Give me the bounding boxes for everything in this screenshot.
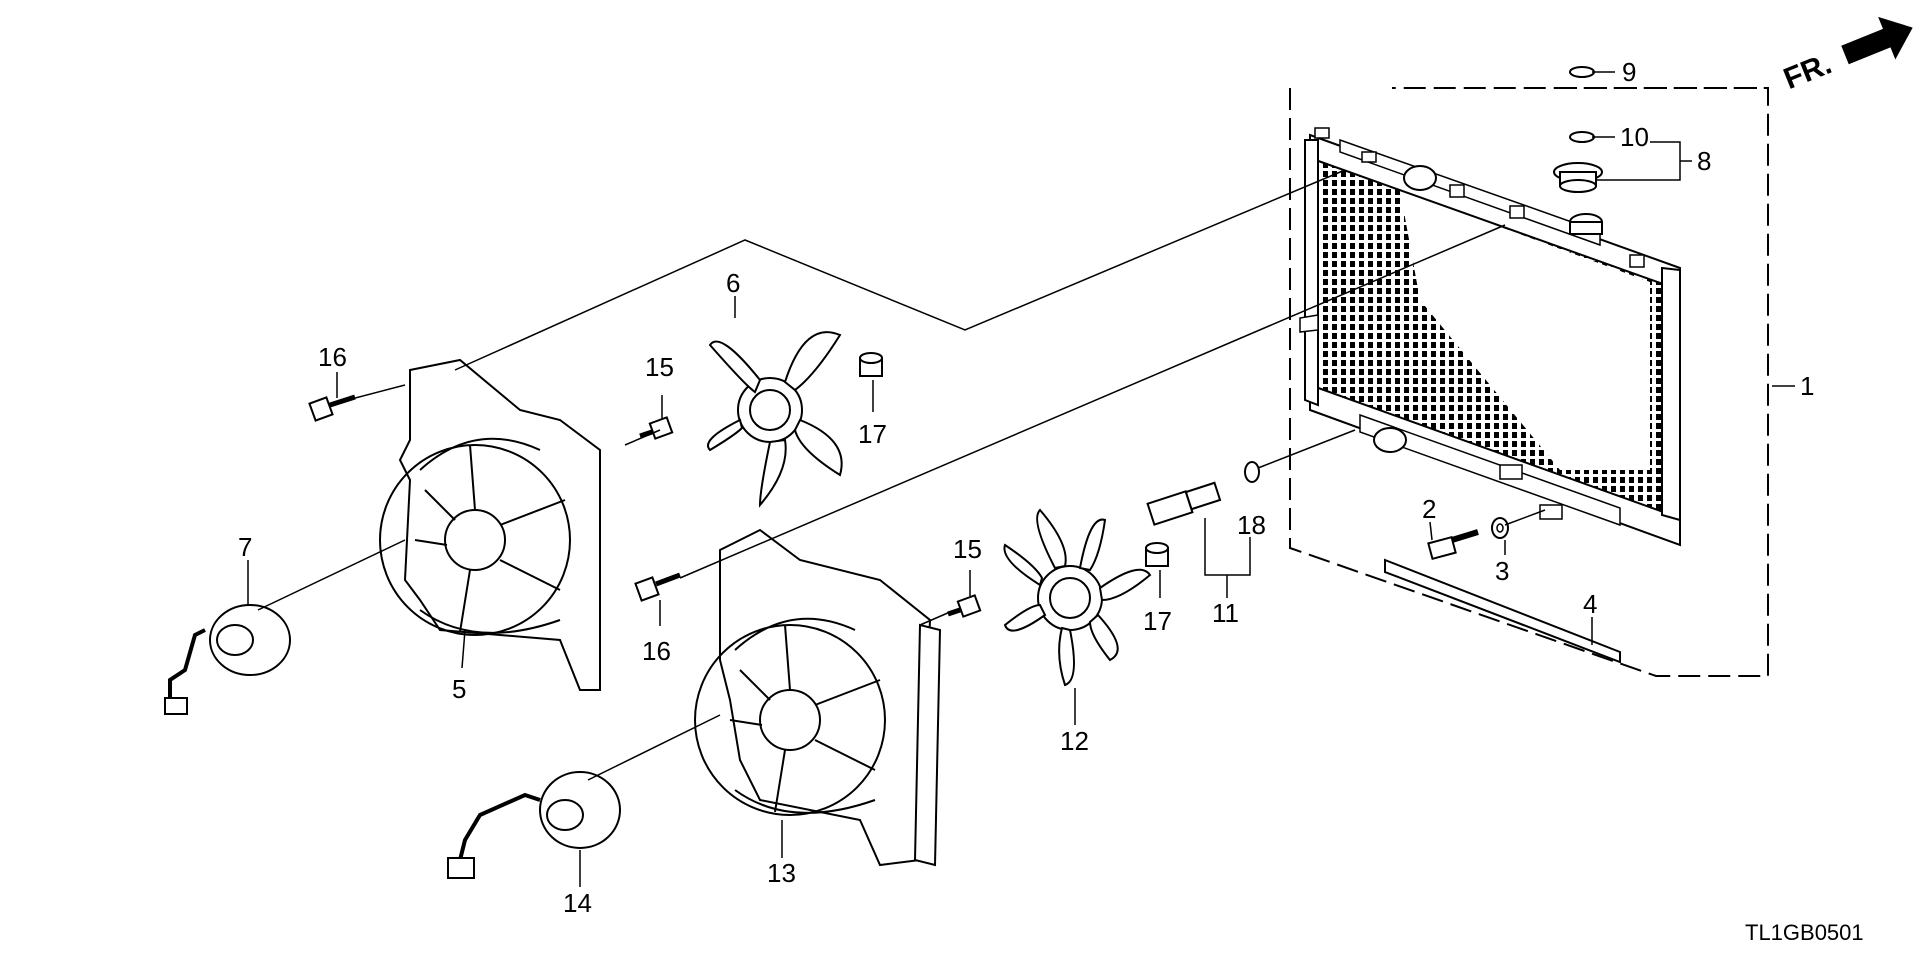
callout-15-upper: 15	[645, 352, 674, 382]
fan-right[interactable]	[1003, 508, 1152, 687]
callout-4: 4	[1583, 589, 1597, 619]
bolt-15-upper[interactable]	[639, 416, 674, 440]
o-ring-18[interactable]	[1244, 461, 1260, 483]
fan-motor-left[interactable]	[164, 604, 291, 715]
leader-lines	[247, 71, 1795, 887]
callout-8: 8	[1697, 146, 1711, 176]
callout-7: 7	[238, 532, 252, 562]
callout-9: 9	[1622, 57, 1636, 87]
fan-motor-right[interactable]	[447, 771, 621, 879]
callout-18: 18	[1237, 510, 1266, 540]
cap-seal-10[interactable]	[1569, 131, 1595, 143]
callout-13: 13	[767, 858, 796, 888]
front-label: FR.	[1779, 47, 1836, 96]
callout-6: 6	[726, 268, 740, 298]
callout-3: 3	[1495, 556, 1509, 586]
callout-10: 10	[1620, 122, 1649, 152]
callout-17-lower: 17	[1143, 606, 1172, 636]
nut-17-upper[interactable]	[859, 352, 883, 377]
callout-1: 1	[1800, 371, 1814, 401]
callout-14: 14	[563, 888, 592, 918]
callout-labels: 9 10 8 1 2 3 4 5 6 7 11 12 13 14 15 15 1…	[238, 57, 1814, 918]
radiator[interactable]	[1299, 127, 1681, 547]
front-arrow-icon	[1841, 16, 1913, 65]
front-direction-indicator: FR.	[1779, 16, 1913, 96]
fan-left[interactable]	[707, 331, 843, 508]
fan-shroud-right[interactable]	[694, 528, 942, 867]
callout-16-upper: 16	[318, 342, 347, 372]
fan-shroud-left[interactable]	[379, 358, 601, 691]
radiator-cushion[interactable]	[1384, 558, 1621, 664]
callout-2: 2	[1422, 494, 1436, 524]
drain-plug[interactable]	[1427, 529, 1479, 561]
callout-15-lower: 15	[953, 534, 982, 564]
nut-17-lower[interactable]	[1145, 542, 1169, 567]
washer-3[interactable]	[1491, 517, 1509, 539]
bolt-16-lower[interactable]	[634, 572, 681, 602]
callout-17-upper: 17	[858, 419, 887, 449]
callout-5: 5	[452, 674, 466, 704]
callout-16-lower: 16	[642, 636, 671, 666]
thermo-switch[interactable]	[1146, 481, 1222, 526]
callout-12: 12	[1060, 726, 1089, 756]
radiator-cap[interactable]	[1553, 162, 1603, 193]
bolt-15-lower[interactable]	[947, 594, 982, 618]
diagram-code: TL1GB0501	[1745, 920, 1864, 945]
callout-11: 11	[1212, 598, 1239, 628]
cap-seal-9[interactable]	[1569, 66, 1595, 78]
radiator-assembly-box	[1289, 87, 1769, 677]
